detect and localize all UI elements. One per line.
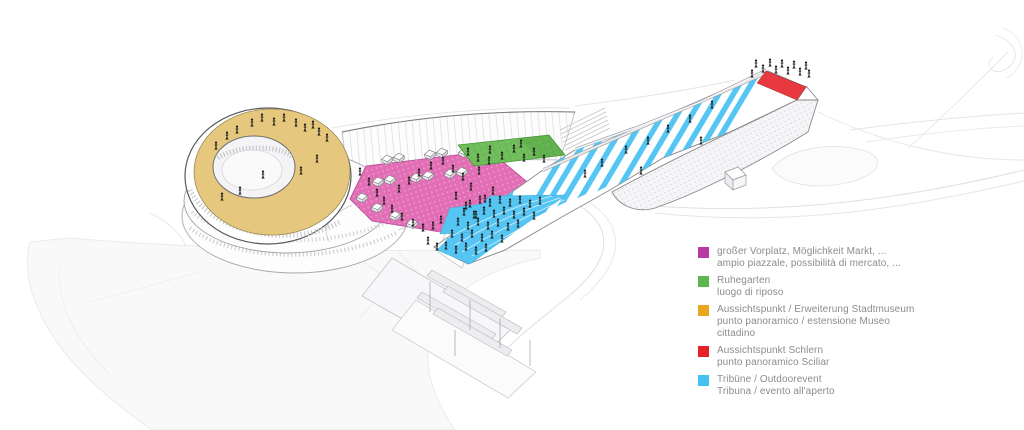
- legend-label-it: punto panoramico Sciliar: [717, 356, 830, 368]
- terrain-mound: [771, 146, 879, 187]
- legend-label-it: Tribuna / evento all'aperto: [717, 385, 835, 397]
- legend-swatch-aussichtspunkt-schlern: [698, 346, 709, 358]
- ring-building: [184, 107, 352, 245]
- legend-label-it: ampio piazzale, possibilità di mercato, …: [717, 257, 901, 269]
- legend-swatch-ruhegarten: [698, 276, 709, 288]
- roads-and-paths: [504, 27, 1024, 353]
- legend-swatch-vorplatz: [698, 247, 709, 258]
- schlern-lookout: [756, 70, 807, 101]
- legend-swatch-tribuene: [698, 375, 709, 387]
- legend-label-de: großer Vorplatz, Möglichkeit Markt, ...: [717, 246, 887, 257]
- legend-item-aussichtspunkt-museum: Aussichtspunkt / Erweiterung Stadtmuseum…: [698, 304, 928, 339]
- legend-label-de: Ruhegarten: [717, 275, 771, 287]
- lower-terraces-stairs: [361, 231, 537, 399]
- legend-label-it: luogo di riposo: [717, 286, 784, 298]
- legend-item-vorplatz: großer Vorplatz, Möglichkeit Markt, ... …: [698, 246, 928, 269]
- legend: großer Vorplatz, Möglichkeit Markt, ... …: [698, 246, 928, 404]
- terrain-hut: [724, 166, 747, 191]
- legend-item-ruhegarten: Ruhegarten luogo di riposo: [698, 275, 928, 298]
- legend-label-de: Aussichtspunkt Schlern: [717, 345, 824, 357]
- ramp-facade: [611, 85, 819, 211]
- legend-label-de: Tribüne / Outdoorevent: [717, 374, 822, 386]
- legend-label-it: punto panoramico / estensione Museo: [717, 315, 891, 327]
- legend-label-it2: cittadino: [717, 327, 756, 339]
- legend-swatch-aussichtspunkt-museum: [698, 305, 709, 317]
- legend-label-de: Aussichtspunkt / Erweiterung Stadtmuseum: [717, 304, 915, 316]
- rest-garden: [457, 134, 566, 167]
- legend-item-aussichtspunkt-schlern: Aussichtspunkt Schlern punto panoramico …: [698, 345, 928, 368]
- legend-item-tribuene: Tribüne / Outdoorevent Tribuna / evento …: [698, 374, 928, 397]
- garden-stair-fan: [559, 107, 611, 151]
- roof-ridge-line: [341, 111, 576, 133]
- ramp-ridge-walkway: [542, 70, 769, 172]
